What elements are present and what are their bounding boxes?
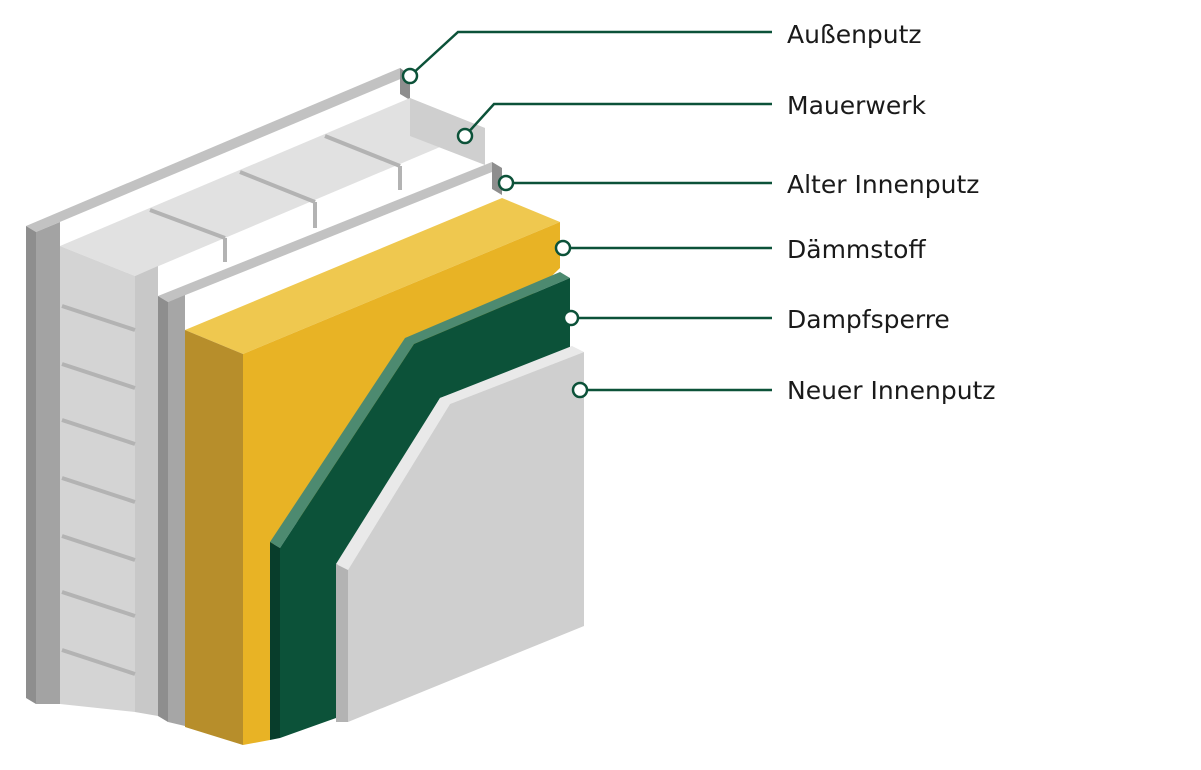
masonry-layer bbox=[60, 98, 485, 716]
label-old-inner-plaster: Alter Innenputz bbox=[787, 170, 979, 199]
layer-labels: Außenputz Mauerwerk Alter Innenputz Dämm… bbox=[787, 20, 995, 405]
leader-markers bbox=[401, 67, 589, 399]
marker-vapor-barrier bbox=[562, 309, 580, 327]
plaster-outer-layer bbox=[26, 68, 410, 704]
label-vapor-barrier: Dampfsperre bbox=[787, 305, 950, 334]
vapor-barrier-layer bbox=[270, 272, 570, 740]
marker-insulation bbox=[554, 239, 572, 257]
marker-new-inner-plaster bbox=[571, 381, 589, 399]
insulation-layer bbox=[185, 198, 560, 745]
marker-plaster-outer bbox=[401, 67, 419, 85]
marker-old-inner-plaster bbox=[497, 174, 515, 192]
label-new-inner-plaster: Neuer Innenputz bbox=[787, 376, 995, 405]
old-inner-plaster-layer bbox=[158, 162, 502, 726]
leader-lines bbox=[409, 30, 772, 392]
marker-masonry bbox=[456, 127, 474, 145]
label-plaster-outer: Außenputz bbox=[787, 20, 922, 49]
label-insulation: Dämmstoff bbox=[787, 235, 926, 264]
leader-line-masonry bbox=[464, 102, 772, 137]
new-inner-plaster-layer bbox=[336, 346, 584, 722]
label-masonry: Mauerwerk bbox=[787, 91, 926, 120]
leader-line-plaster-outer bbox=[409, 30, 772, 77]
